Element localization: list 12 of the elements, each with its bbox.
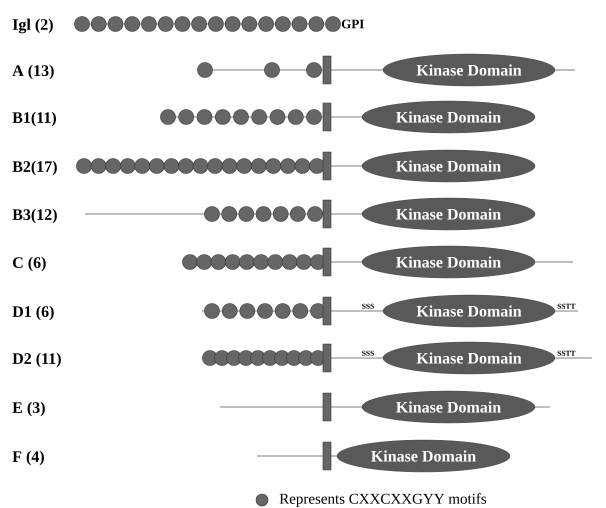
row-label: D2 (11) xyxy=(12,352,61,368)
row-label: B2(17) xyxy=(12,160,57,176)
row-label: B1(11) xyxy=(12,112,56,126)
row-label: F (4) xyxy=(12,450,44,466)
row-label: B3(12) xyxy=(12,208,57,224)
row-label: E (3) xyxy=(12,402,45,416)
row-label: Igl (2) xyxy=(12,18,53,34)
row-label: C (6) xyxy=(13,256,46,272)
row-label: D1 (6) xyxy=(12,306,54,320)
anchor-label: GPI xyxy=(342,20,364,28)
row-label: A (13) xyxy=(12,64,54,80)
legend-text: Represents CXXCXXGYY motifs xyxy=(280,493,486,507)
